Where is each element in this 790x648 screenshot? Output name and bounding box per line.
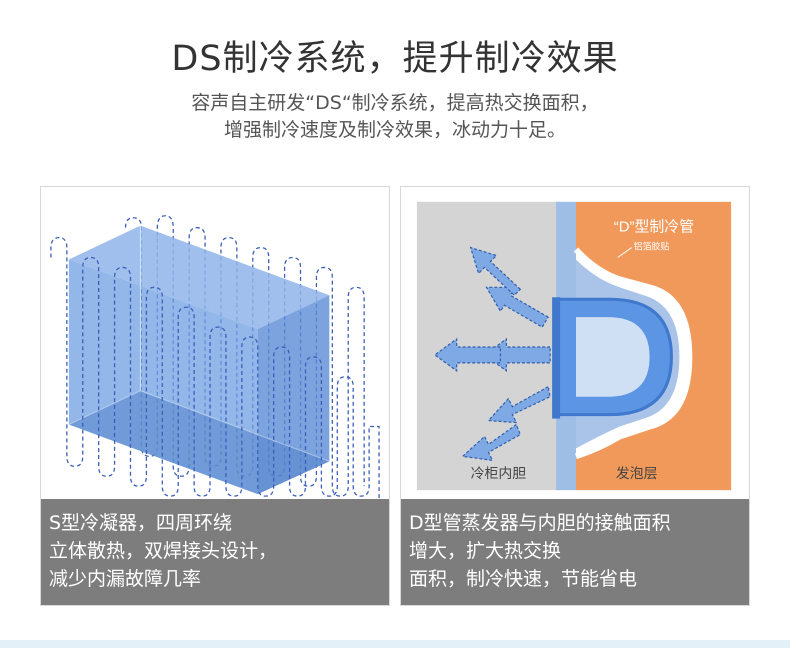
inner-liner-area — [416, 201, 563, 491]
d-tube-label: “D”型制冷管 — [614, 219, 694, 236]
bottom-divider — [0, 640, 790, 648]
evaporator-illustration: “D”型制冷管 铝箔胶贴 冷柜内胆 发泡层 — [416, 201, 732, 491]
condenser-illustration — [50, 215, 380, 499]
caption-line: 减少内漏故障几率 — [49, 568, 202, 590]
caption-line: D型管蒸发器与内胆的接触面积 — [409, 512, 671, 534]
subtitle-line: 增强制冷速度及制冷效果，冰动力十足。 — [223, 119, 566, 141]
inner-liner-label: 冷柜内胆 — [471, 465, 527, 481]
evaporator-caption: D型管蒸发器与内胆的接触面积 增大，扩大热交换 面积，制冷快速，节能省电 — [401, 499, 749, 605]
foam-layer — [575, 201, 732, 491]
page-subtitle: 容声自主研发“DS“制冷系统，提高热交换面积， 增强制冷速度及制冷效果，冰动力十… — [0, 90, 790, 144]
subtitle-line: 容声自主研发“DS“制冷系统，提高热交换面积， — [191, 92, 599, 114]
condenser-box — [68, 225, 330, 495]
condenser-panel: S型冷凝器，四周环绕 立体散热，双焊接头设计， 减少内漏故障几率 — [40, 186, 390, 606]
caption-line: S型冷凝器，四周环绕 — [49, 512, 233, 534]
page-title: DS制冷系统，提升制冷效果 — [171, 39, 619, 79]
foil-tape — [573, 247, 693, 460]
foam-layer-label: 发泡层 — [616, 465, 658, 481]
d-tube-inner — [575, 317, 650, 397]
condenser-coil-front — [50, 236, 380, 499]
caption-line: 立体散热，双焊接头设计， — [49, 540, 278, 562]
d-tube-base — [552, 297, 561, 419]
evaporator-panel: “D”型制冷管 铝箔胶贴 冷柜内胆 发泡层 D型管蒸发器与内胆的接触面积 增大，… — [400, 186, 750, 606]
heat-arrows — [433, 246, 551, 462]
caption-line: 增大，扩大热交换 — [409, 540, 562, 562]
condenser-caption: S型冷凝器，四周环绕 立体散热，双焊接头设计， 减少内漏故障几率 — [41, 499, 389, 605]
caption-line: 面积，制冷快速，节能省电 — [409, 568, 638, 590]
foil-label: 铝箔胶贴 — [634, 241, 670, 252]
